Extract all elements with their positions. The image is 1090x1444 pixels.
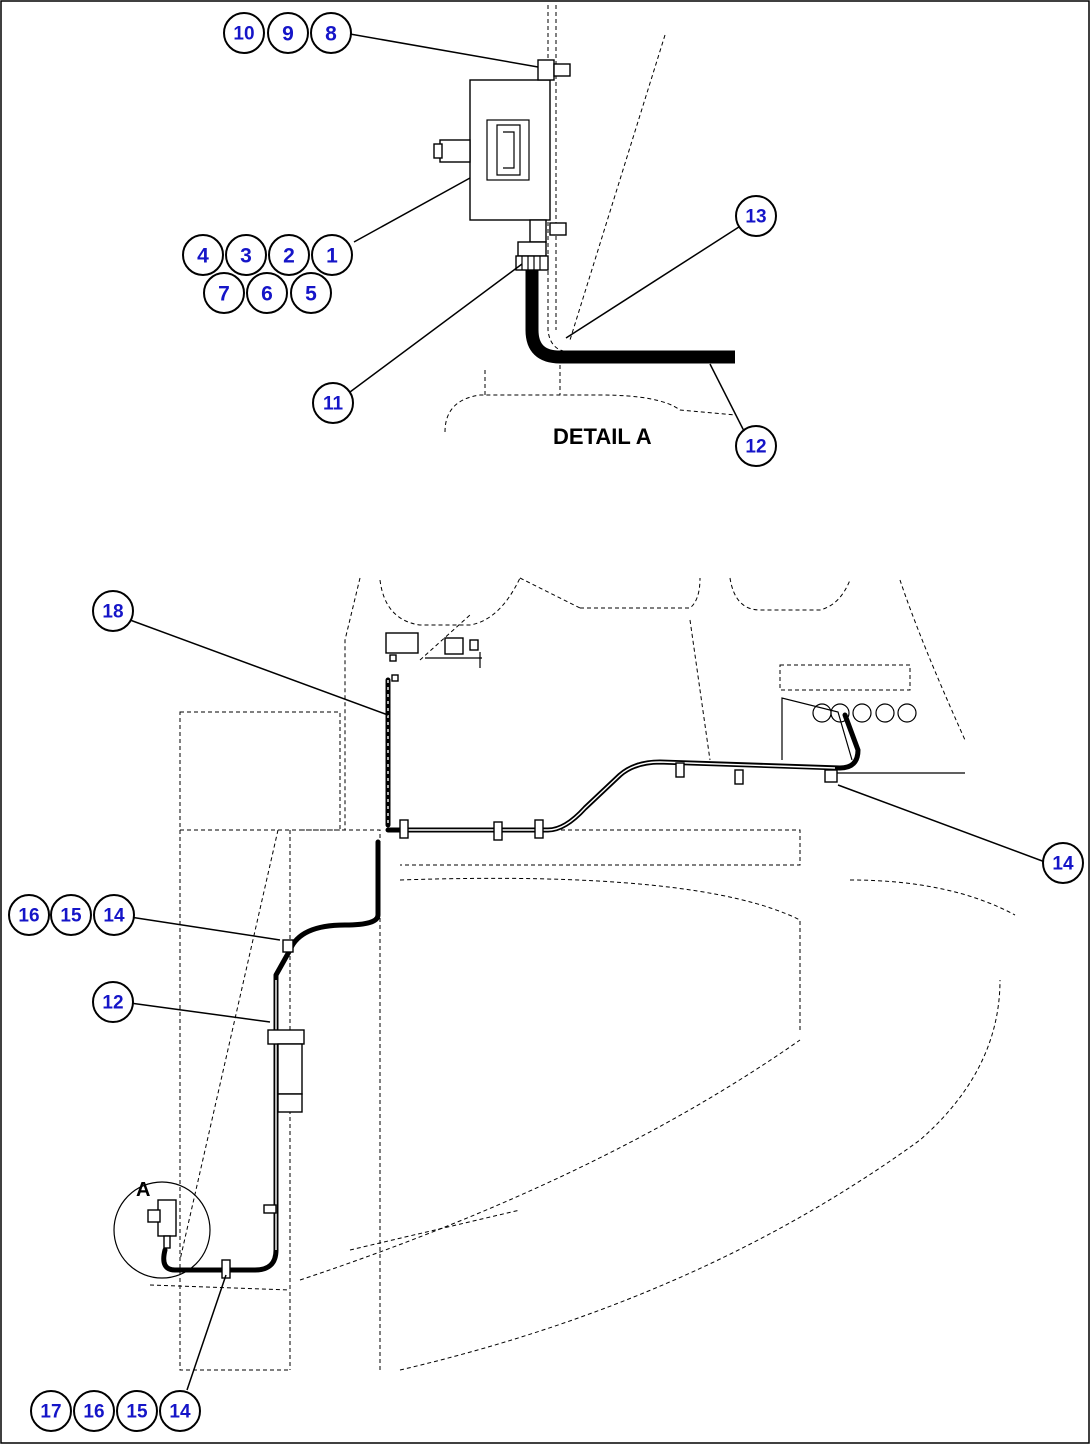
callout-c7-top: 7 — [203, 272, 245, 314]
callout-circle — [223, 12, 265, 54]
callout-label: 4 — [197, 245, 209, 268]
callout-label: 14 — [169, 1402, 191, 1423]
callout-label: 16 — [18, 906, 39, 927]
callout-c3-top: 3 — [225, 234, 267, 276]
callout-circle — [93, 894, 135, 936]
callout-c8-top: 8 — [310, 12, 352, 54]
callout-c5-top: 5 — [290, 272, 332, 314]
callout-label: 11 — [323, 394, 344, 415]
callout-circle — [267, 12, 309, 54]
callout-label: 14 — [103, 906, 125, 927]
callout-c2-top: 2 — [268, 234, 310, 276]
callout-c12-main: 12 — [92, 981, 134, 1023]
callout-label: 5 — [305, 283, 317, 306]
switch-component — [444, 637, 464, 655]
callout-c10-top: 10 — [223, 12, 265, 54]
callout-circle — [92, 590, 134, 632]
harness-12-detail — [525, 270, 735, 364]
callout-label: 14 — [1052, 854, 1074, 875]
detail-a-letter: A — [136, 1179, 150, 1201]
callout-c15-bottom: 15 — [116, 1390, 158, 1432]
callout-circle — [73, 1390, 115, 1432]
callout-label: 10 — [233, 24, 254, 45]
callout-circle — [203, 272, 245, 314]
callout-c12-top: 12 — [735, 425, 777, 467]
relay-box — [469, 79, 551, 221]
callout-c14-left: 14 — [93, 894, 135, 936]
callout-circle — [312, 382, 354, 424]
callout-circle — [246, 272, 288, 314]
top-mounting-bolt — [537, 59, 555, 81]
callout-c14-bottom: 14 — [159, 1390, 201, 1432]
callout-label: 8 — [325, 23, 337, 46]
callout-circle — [1042, 842, 1084, 884]
callout-c16-bottom: 16 — [73, 1390, 115, 1432]
callout-c4-top: 4 — [182, 234, 224, 276]
callout-c9-top: 9 — [267, 12, 309, 54]
callout-label: 6 — [261, 283, 273, 306]
callout-c14-right: 14 — [1042, 842, 1084, 884]
callout-label: 17 — [40, 1402, 61, 1423]
callout-label: 12 — [102, 993, 123, 1014]
callout-label: 13 — [745, 207, 766, 228]
callout-label: 12 — [745, 437, 766, 458]
callout-label: 2 — [283, 245, 295, 268]
callout-label: 18 — [102, 602, 123, 623]
callout-c15-left: 15 — [50, 894, 92, 936]
harness-clamps — [221, 762, 838, 1279]
callout-label: 3 — [240, 245, 252, 268]
callout-c1-top: 1 — [311, 234, 353, 276]
callout-circle — [290, 272, 332, 314]
relay-label-plate — [486, 119, 530, 181]
callout-circle — [311, 234, 353, 276]
callout-circle — [310, 12, 352, 54]
detail-a-marker: A — [113, 1179, 211, 1279]
callout-circle — [225, 234, 267, 276]
callout-c17-bottom: 17 — [30, 1390, 72, 1432]
callout-circle — [735, 425, 777, 467]
connector-plug — [515, 255, 549, 271]
callout-circle — [92, 981, 134, 1023]
callout-circle — [30, 1390, 72, 1432]
callout-circle — [182, 234, 224, 276]
callout-c6-top: 6 — [246, 272, 288, 314]
callout-circle — [268, 234, 310, 276]
side-bolt — [439, 139, 471, 163]
callout-c16-left: 16 — [8, 894, 50, 936]
fuse-box-small — [385, 632, 419, 654]
machine-view: A — [113, 577, 1046, 1391]
callout-c13-top: 13 — [735, 195, 777, 237]
harness-main-drop — [161, 839, 381, 1273]
callout-circle — [8, 894, 50, 936]
callout-circle — [50, 894, 92, 936]
detail-a-view: DETAIL A — [349, 5, 746, 449]
callout-label: 16 — [83, 1402, 104, 1423]
callout-label: 9 — [282, 23, 294, 46]
callout-circle — [116, 1390, 158, 1432]
callout-circle — [159, 1390, 201, 1432]
detail-a-title: DETAIL A — [553, 424, 652, 449]
callout-label: 15 — [126, 1402, 148, 1423]
connector — [529, 219, 547, 243]
callout-label: 1 — [326, 245, 338, 268]
callout-c18-main: 18 — [92, 590, 134, 632]
callout-circle — [735, 195, 777, 237]
gauge-row — [812, 703, 917, 723]
callout-c11-top: 11 — [312, 382, 354, 424]
callout-label: 15 — [60, 906, 82, 927]
callout-label: 7 — [218, 283, 230, 306]
